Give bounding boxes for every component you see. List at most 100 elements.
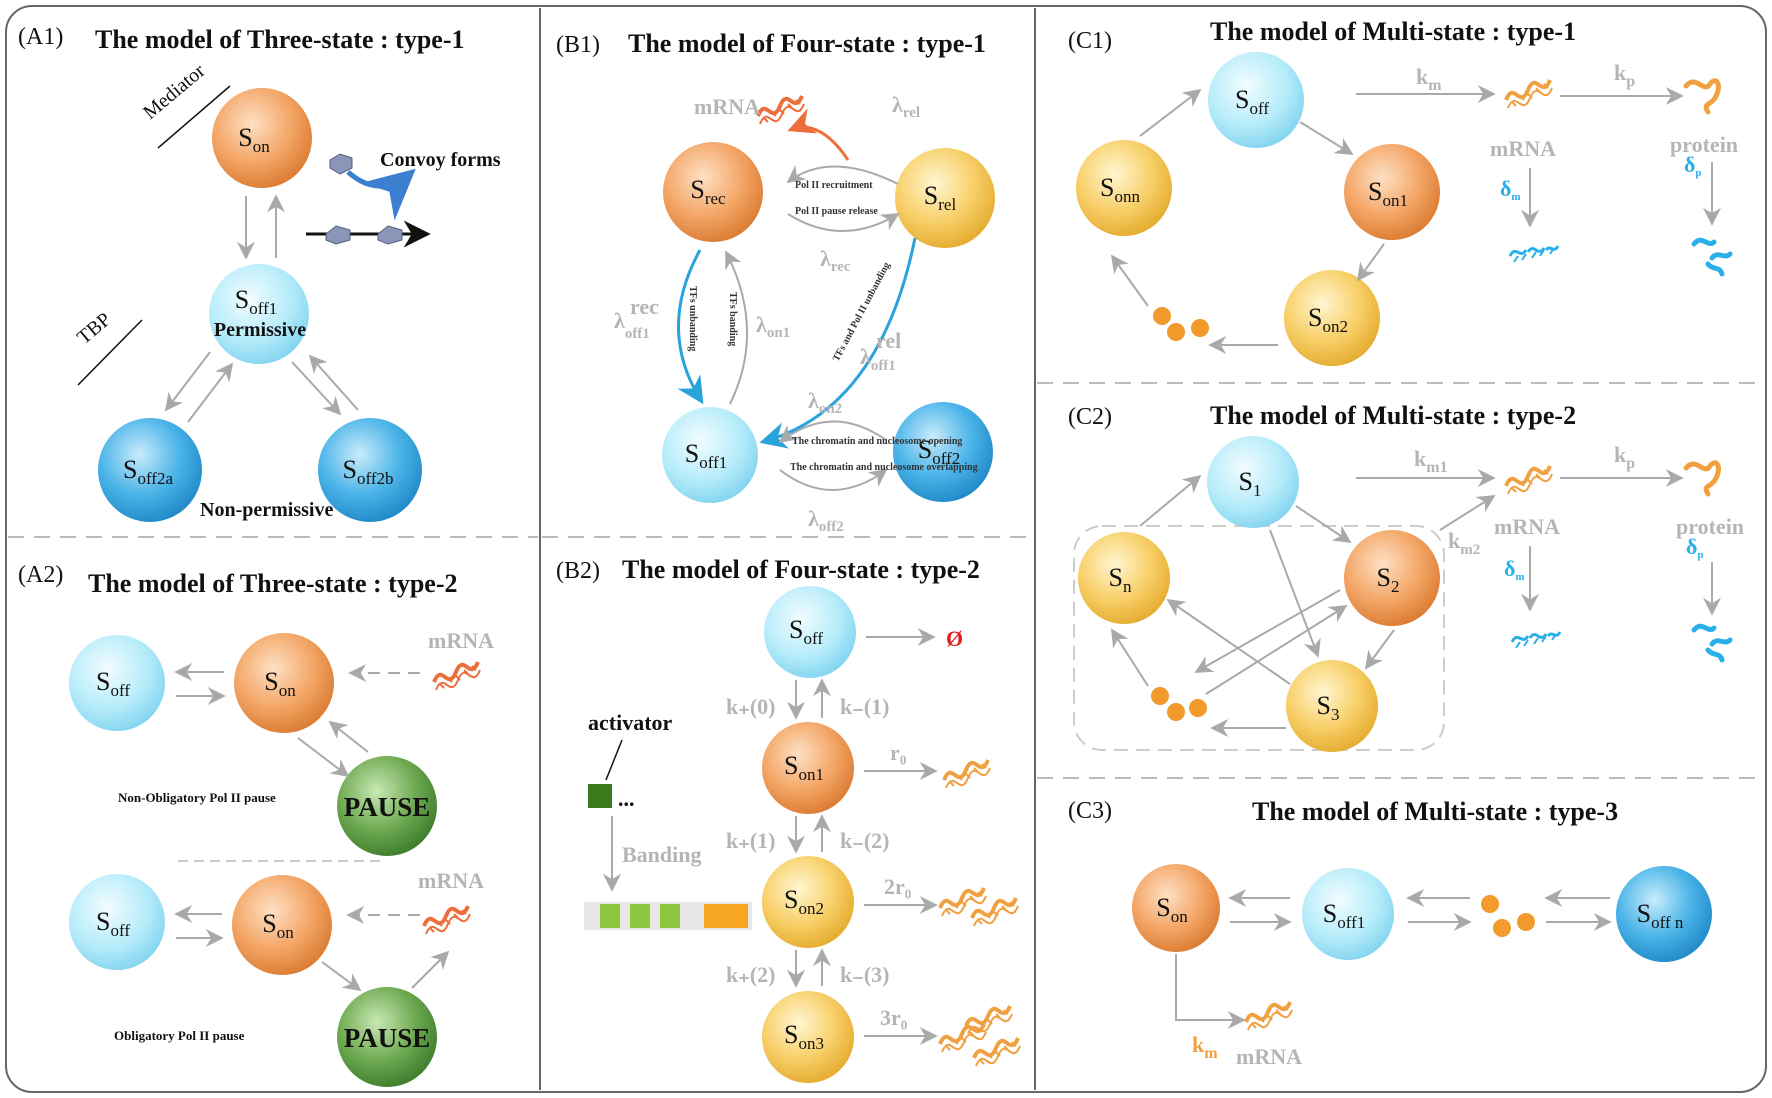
svg-text:2r₀: 2r₀ — [884, 874, 912, 899]
mrna-icon — [422, 904, 472, 936]
tbp-label: TBP — [73, 308, 115, 348]
state-s1: S1 — [1207, 436, 1299, 528]
arrow-s2-to-dots — [1194, 589, 1341, 673]
mrna-icon — [1504, 464, 1554, 496]
svg-text:λon2: λon2 — [808, 388, 842, 417]
nonpermissive-label: Non-permissive — [200, 499, 333, 521]
state-s-on2: Son2 — [762, 856, 854, 948]
svg-text:PAUSE: PAUSE — [344, 792, 431, 822]
arrow-transcription — [787, 108, 850, 161]
svg-text:Soff2b: Soff2b — [343, 455, 394, 488]
protein-icon — [1686, 81, 1718, 112]
panel-c3: (C3) The model of Multi-state : type-3 S… — [1068, 797, 1712, 1069]
svg-text:δm: δm — [1500, 176, 1521, 203]
dna-strip — [584, 902, 752, 930]
arrow-onn-to-off — [1139, 88, 1202, 137]
svg-text:S2: S2 — [1377, 563, 1400, 596]
state-s-off: Soff — [764, 586, 856, 678]
arrow-off1-to-off2 — [779, 468, 888, 491]
state-s-on-top: Son — [234, 633, 334, 733]
state-s-off-top: Soff — [69, 635, 165, 731]
state-pause-bottom: PAUSE — [337, 987, 437, 1087]
arrow-on-to-pause — [297, 737, 350, 778]
permissive-label: Permissive — [214, 319, 306, 341]
arrow-rec-to-rel — [787, 213, 900, 232]
panel-title: The model of Three-state : type-2 — [88, 569, 457, 598]
state-s-off2b: Soff2b — [318, 418, 422, 522]
arrow-s3-to-sn — [1166, 598, 1291, 685]
svg-text:Soff: Soff — [96, 667, 130, 700]
panel-a1: (A1) The model of Three-state : type-1 M… — [18, 24, 501, 522]
polii-recruit-label: Pol II recruitment — [795, 180, 873, 191]
banding-label: Banding — [622, 842, 702, 867]
state-s-on: Son — [212, 88, 312, 188]
svg-text:PAUSE: PAUSE — [344, 1023, 431, 1053]
svg-text:δp: δp — [1686, 534, 1704, 561]
state-s-on: Son — [1132, 864, 1220, 952]
svg-text:Sonn: Sonn — [1100, 173, 1140, 206]
tfs-unbanding-label: TFs unbanding — [687, 286, 698, 351]
tbp-line — [77, 319, 143, 386]
svg-text:Srec: Srec — [690, 175, 726, 208]
state-s-offn: Soff n — [1616, 866, 1712, 962]
svg-text:km1: km1 — [1414, 446, 1448, 476]
svg-text:Soff n: Soff n — [1637, 899, 1684, 932]
svg-text:k₋(3): k₋(3) — [840, 962, 890, 987]
state-s-on-bottom: Son — [232, 875, 332, 975]
panel-title: The model of Three-state : type-1 — [95, 25, 464, 54]
mediator-label: Mediator — [139, 60, 210, 124]
mrna-label: mRNA — [418, 868, 484, 893]
activator-dots: ... — [618, 786, 635, 811]
state-s-rel: Srel — [895, 148, 995, 248]
mrna-icon — [432, 660, 482, 692]
convoy-label: Convoy forms — [380, 149, 501, 171]
intermediate-dots — [1153, 307, 1209, 341]
svg-text:Son: Son — [1156, 893, 1188, 926]
arrow-rec-to-off1 — [677, 249, 704, 405]
protein-decay-icon — [1694, 240, 1730, 274]
mediator-line — [157, 85, 231, 149]
state-s-on2: Son2 — [1284, 270, 1380, 366]
state-s-on1: Son1 — [762, 722, 854, 814]
arrow-on-to-pause — [321, 961, 362, 992]
svg-text:k₊(1): k₊(1) — [726, 828, 776, 853]
polii-release-label: Pol II pause release — [795, 206, 878, 217]
panel-b1: (B1) The model of Four-state : type-1 Sr… — [556, 29, 995, 535]
mrna-label: mRNA — [694, 94, 760, 119]
mrna-icon — [1244, 1000, 1294, 1032]
mrna-decay-icon — [1510, 630, 1562, 650]
svg-text:Srel: Srel — [924, 181, 957, 214]
svg-text:Son3: Son3 — [784, 1020, 824, 1053]
outer-frame — [5, 5, 1767, 1093]
svg-text:km2: km2 — [1448, 528, 1480, 558]
svg-text:Son: Son — [262, 909, 294, 942]
obligatory-label: Obligatory Pol II pause — [114, 1028, 245, 1043]
state-s-on3: Son3 — [762, 991, 854, 1083]
activator-square — [588, 784, 612, 808]
svg-text:k₊(0): k₊(0) — [726, 694, 776, 719]
panel-label: (A1) — [18, 24, 63, 50]
tfs-banding-label: TFs banding — [727, 292, 738, 346]
arrow-rel-to-rec — [786, 165, 899, 185]
mrna-icon — [964, 1004, 1014, 1036]
mrna-icon — [1504, 78, 1554, 110]
svg-text:Son2: Son2 — [784, 885, 824, 918]
svg-text:Soff: Soff — [96, 907, 130, 940]
state-s2: S2 — [1344, 530, 1440, 626]
convoy-icon — [306, 153, 431, 248]
arrow-off1-to-rec — [725, 250, 749, 405]
protein-icon — [1686, 463, 1718, 494]
svg-text:λrec: λrec — [820, 246, 851, 275]
panel-title: The model of Multi-state : type-1 — [1210, 17, 1576, 46]
panel-title: The model of Multi-state : type-3 — [1252, 797, 1618, 826]
state-s3: S3 — [1286, 660, 1378, 752]
state-s-on1: Son1 — [1344, 144, 1440, 240]
activator-label: activator — [588, 710, 673, 735]
svg-text:Soff1: Soff1 — [235, 285, 277, 318]
panel-label: (B1) — [556, 32, 600, 58]
mrna-label: mRNA — [1490, 136, 1556, 161]
intermediate-dots — [1481, 895, 1535, 937]
panel-a2: (A2) The model of Three-state : type-2 S… — [18, 562, 494, 1087]
panel-title: The model of Four-state : type-1 — [628, 29, 986, 58]
arrow-km2 — [1439, 495, 1496, 531]
